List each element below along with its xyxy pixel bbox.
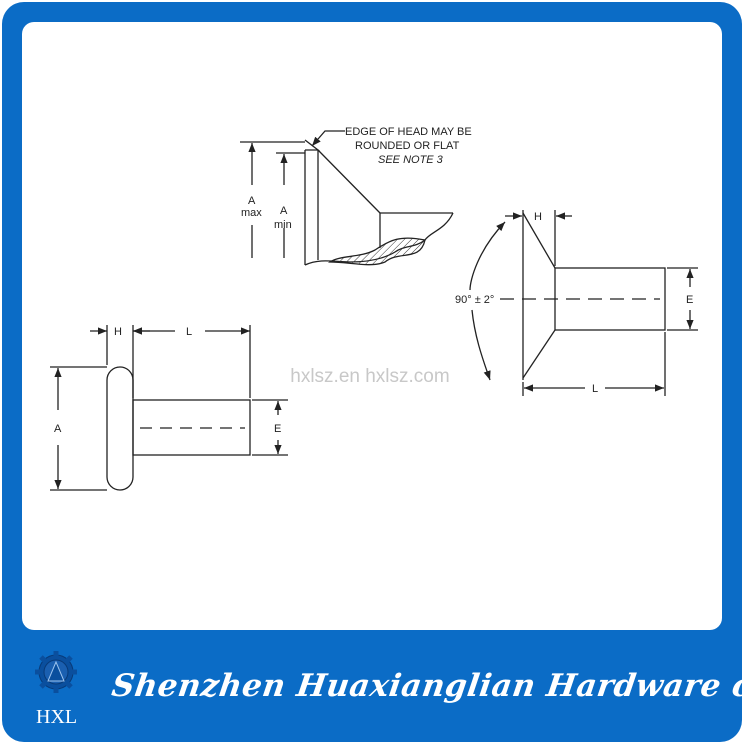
label-right-e: E: [686, 294, 693, 306]
label-a-max: max: [241, 207, 262, 219]
label-a-min-a: A: [280, 205, 288, 217]
label-left-e: E: [274, 423, 281, 435]
note-line-1: EDGE OF HEAD MAY BE: [345, 126, 472, 138]
note-line-2: ROUNDED OR FLAT: [355, 140, 460, 152]
label-left-a: A: [54, 423, 62, 435]
head-edge-detail: [240, 130, 454, 266]
logo-text: HXL: [36, 706, 78, 728]
label-a-min: min: [274, 219, 292, 231]
gear-logo-icon: [35, 651, 77, 693]
label-a-max-a: A: [248, 195, 256, 207]
countersunk-rivet: [469, 210, 698, 396]
flat-head-rivet: [50, 325, 288, 491]
label-right-l: L: [592, 383, 598, 395]
label-left-l: L: [186, 326, 192, 338]
watermark: hxlsz.en hxlsz.com: [290, 366, 449, 387]
label-angle: 90° ± 2°: [455, 294, 494, 306]
company-name: Shenzhen Huaxianglian Hardware co., Ltd: [109, 668, 744, 704]
diagram-panel: [22, 22, 722, 630]
label-left-h: H: [114, 326, 122, 338]
label-right-h: H: [534, 211, 542, 223]
note-line-3: SEE NOTE 3: [378, 154, 444, 166]
